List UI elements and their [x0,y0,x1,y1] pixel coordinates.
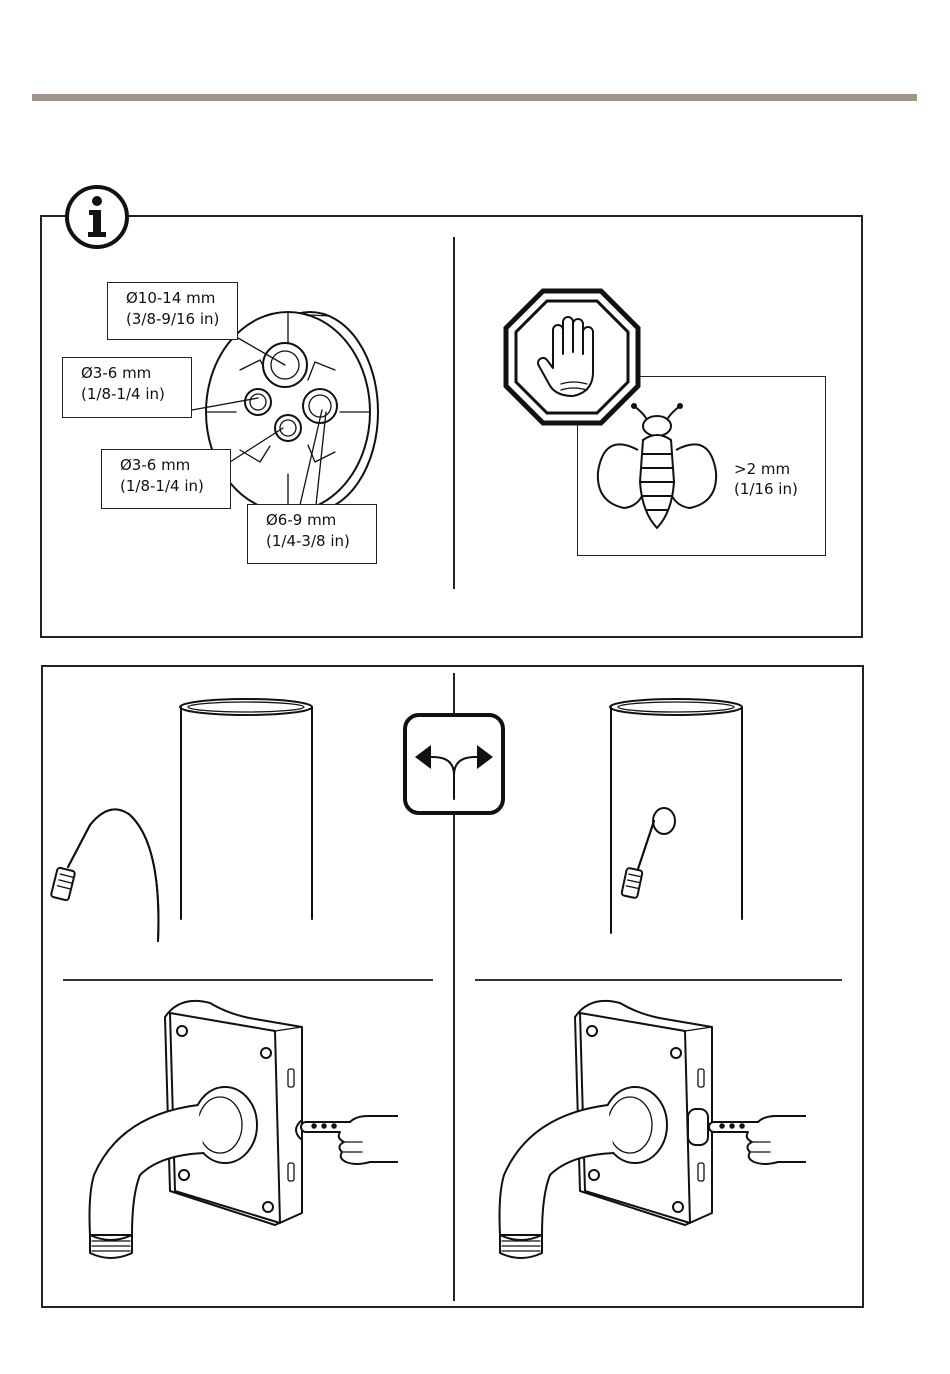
label-imperial: (1/4-3/8 in) [266,531,376,552]
insect-icon [594,402,720,532]
label-imperial: (1/8-1/4 in) [81,384,191,405]
grommet-label-large: Ø10-14 mm (3/8-9/16 in) [107,282,238,340]
label-imperial: (1/16 in) [734,479,798,499]
pole-cable-side-illustration [600,695,760,945]
alternative-arrows-icon [403,713,505,815]
right-step-divider [475,979,842,981]
left-step-divider [63,979,433,981]
pointing-hand-icon [708,1110,808,1170]
label-metric: Ø6-9 mm [266,510,376,531]
label-imperial: (1/8-1/4 in) [120,476,230,497]
label-metric: Ø3-6 mm [81,363,191,384]
pointing-hand-icon [300,1110,400,1170]
label-metric: >2 mm [734,459,798,479]
label-imperial: (3/8-9/16 in) [126,309,237,330]
grommet-label-small-bottom: Ø3-6 mm (1/8-1/4 in) [101,449,231,509]
grommet-label-medium: Ø6-9 mm (1/4-3/8 in) [247,504,377,564]
label-metric: Ø10-14 mm [126,288,237,309]
grommet-label-small-left: Ø3-6 mm (1/8-1/4 in) [62,357,192,418]
pole-cable-below-illustration [50,695,340,945]
insect-gap-label: >2 mm (1/16 in) [734,459,798,499]
label-metric: Ø3-6 mm [120,455,230,476]
